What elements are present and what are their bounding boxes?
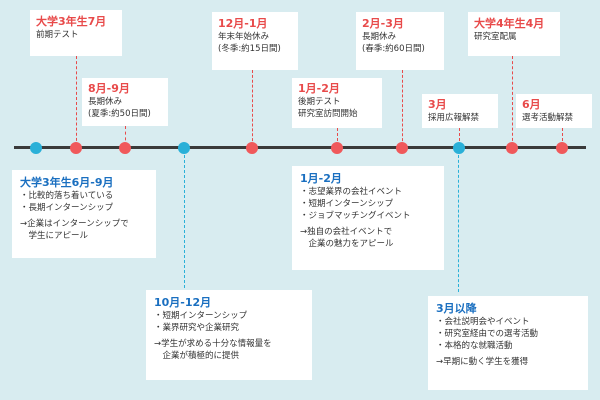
card-note: 学生にアピール <box>20 231 89 241</box>
card-title: 3月以降 <box>436 302 477 315</box>
card-desc: (夏季:約50日間) <box>88 109 151 119</box>
card-item: ・ジョブマッチングイベント <box>300 211 411 221</box>
dot-apr <box>506 142 518 154</box>
dot-jul <box>70 142 82 154</box>
card-jan-feb-activities: 1月-2月 ・志望業界の会社イベント ・短期インターンシップ ・ジョブマッチング… <box>292 166 444 270</box>
dot-dec-jan <box>246 142 258 154</box>
card-note: →企業はインターンシップで <box>20 219 129 229</box>
connector-jul <box>76 56 77 146</box>
connector-apr <box>512 56 513 146</box>
dot-jun-sep <box>30 142 42 154</box>
card-item: ・短期インターンシップ <box>154 311 248 321</box>
card-title: 6月 <box>522 98 541 111</box>
card-jun: 6月 選考活動解禁 <box>516 94 592 128</box>
card-desc: 前期テスト <box>36 30 79 40</box>
connector-mar-after <box>458 150 459 292</box>
connector-oct-dec <box>184 150 185 298</box>
dot-mar <box>453 142 465 154</box>
card-item: ・比較的落ち着いている <box>20 191 114 201</box>
dot-aug-sep <box>119 142 131 154</box>
card-desc: 採用広報解禁 <box>428 113 480 123</box>
card-desc: 選考活動解禁 <box>522 113 574 123</box>
card-desc: 長期休み <box>362 32 397 42</box>
card-oct-dec: 10月-12月 ・短期インターンシップ ・業界研究や企業研究 →学生が求める十分… <box>146 290 312 380</box>
card-mar: 3月 採用広報解禁 <box>422 94 498 128</box>
card-jul: 大学3年生7月 前期テスト <box>30 10 122 56</box>
card-item: ・長期インターンシップ <box>20 203 114 213</box>
card-title: 12月-1月 <box>218 17 268 30</box>
card-mar-after: 3月以降 ・会社説明会やイベント ・研究室経由での選考活動 ・本格的な就職活動 … <box>428 296 588 390</box>
card-title: 1月-2月 <box>300 172 342 185</box>
card-desc: 年末年始休み <box>218 32 270 42</box>
card-desc: 研究室配属 <box>474 32 517 42</box>
card-title: 大学3年生6月-9月 <box>20 176 114 189</box>
card-title: 大学4年生4月 <box>474 17 545 30</box>
timeline-axis <box>14 146 586 149</box>
dot-oct-dec <box>178 142 190 154</box>
card-title: 2月-3月 <box>362 17 404 30</box>
card-note: →独自の会社イベントで <box>300 227 393 237</box>
card-title: 大学3年生7月 <box>36 15 107 28</box>
card-desc: 後期テスト <box>298 97 341 107</box>
card-desc: (春季:約60日間) <box>362 44 425 54</box>
connector-jun <box>562 128 563 146</box>
card-item: ・短期インターンシップ <box>300 199 394 209</box>
card-note: →早期に動く学生を獲得 <box>436 357 529 367</box>
connector-mar <box>459 128 460 146</box>
connector-jan-feb <box>337 128 338 146</box>
card-item: ・会社説明会やイベント <box>436 317 530 327</box>
card-title: 3月 <box>428 98 447 111</box>
card-aug-sep: 8月-9月 長期休み (夏季:約50日間) <box>82 78 168 126</box>
connector-feb-mar <box>402 70 403 146</box>
card-jan-feb: 1月-2月 後期テスト 研究室訪問開始 <box>292 78 382 128</box>
card-item: ・志望業界の会社イベント <box>300 187 403 197</box>
card-jun-sep: 大学3年生6月-9月 ・比較的落ち着いている ・長期インターンシップ →企業はイ… <box>12 170 156 258</box>
card-title: 10月-12月 <box>154 296 212 309</box>
dot-jun <box>556 142 568 154</box>
card-note: →学生が求める十分な情報量を <box>154 339 272 349</box>
card-desc: 長期休み <box>88 97 123 107</box>
card-title: 8月-9月 <box>88 82 130 95</box>
card-desc: 研究室訪問開始 <box>298 109 358 119</box>
card-item: ・研究室経由での選考活動 <box>436 329 539 339</box>
card-item: ・本格的な就職活動 <box>436 341 513 351</box>
card-note: 企業が積極的に提供 <box>154 351 240 361</box>
card-dec-jan: 12月-1月 年末年始休み (冬季:約15日間) <box>212 12 298 70</box>
connector-dec-jan <box>252 70 253 146</box>
card-title: 1月-2月 <box>298 82 340 95</box>
dot-feb-mar <box>396 142 408 154</box>
card-item: ・業界研究や企業研究 <box>154 323 240 333</box>
card-apr: 大学4年生4月 研究室配属 <box>468 12 560 56</box>
dot-jan-feb <box>331 142 343 154</box>
connector-aug-sep <box>125 126 126 146</box>
card-note: 企業の魅力をアピール <box>300 239 394 249</box>
card-feb-mar: 2月-3月 長期休み (春季:約60日間) <box>356 12 444 70</box>
card-desc: (冬季:約15日間) <box>218 44 281 54</box>
